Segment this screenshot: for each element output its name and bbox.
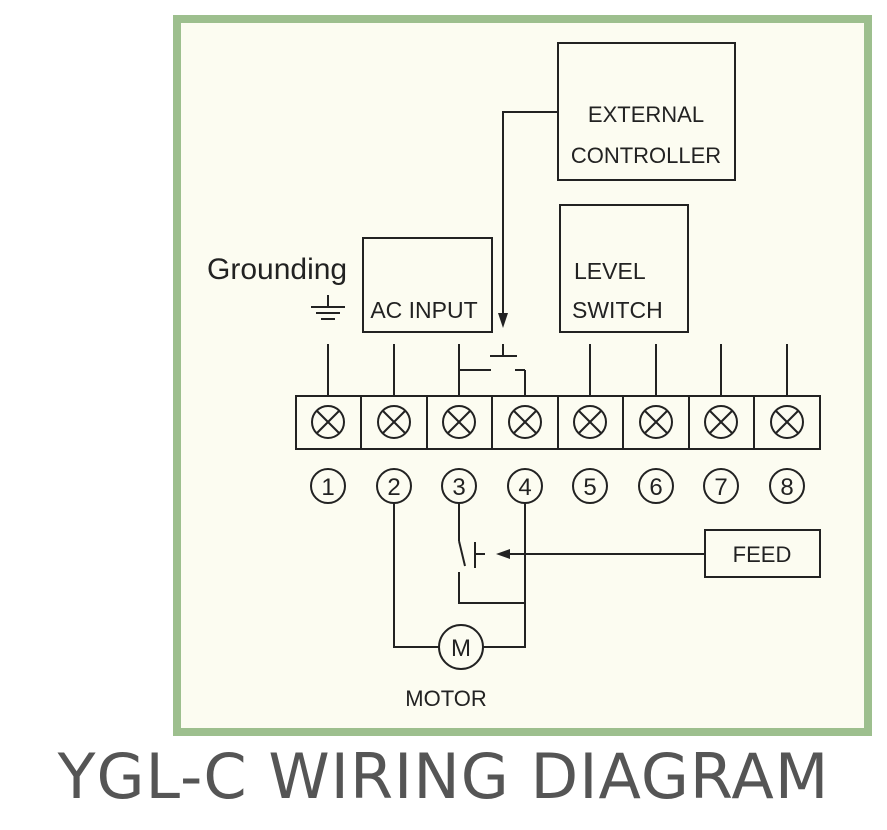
external-controller-label-line1: EXTERNAL — [588, 102, 704, 127]
feed-box: FEED — [704, 529, 821, 578]
terminal-number-5: 5 — [583, 474, 596, 501]
level-switch-box: LEVEL SWITCH — [559, 204, 689, 333]
terminal-number-7: 7 — [714, 474, 727, 501]
motor-label: MOTOR — [405, 686, 486, 711]
feed-signal-line — [496, 549, 705, 559]
level-switch-label-line1: LEVEL — [574, 258, 646, 284]
external-controller-box: EXTERNAL CONTROLLER — [557, 42, 736, 181]
motor-feed-circuit — [393, 503, 526, 648]
terminal-number-8: 8 — [780, 474, 793, 501]
ac-input-box: AC INPUT — [362, 237, 493, 333]
ac-input-label: AC INPUT — [370, 297, 477, 323]
terminal-block-8 — [753, 395, 821, 450]
diagram-frame — [173, 15, 872, 736]
terminal-number-6: 6 — [649, 474, 662, 501]
external-controller-label-line2: CONTROLLER — [571, 143, 721, 168]
grounding-label: Grounding — [207, 253, 347, 286]
controller-signal-line — [498, 111, 558, 328]
terminal-strip — [295, 395, 821, 450]
ground-icon — [311, 295, 345, 320]
motor-symbol-label: M — [451, 635, 471, 662]
terminal-number-4: 4 — [518, 474, 531, 501]
terminal-upper-wires — [327, 344, 788, 396]
terminal-number-1: 1 — [321, 474, 334, 501]
terminal-number-3: 3 — [452, 474, 465, 501]
feed-label: FEED — [733, 542, 792, 567]
controller-contact-switch — [459, 344, 525, 371]
terminal-numbers: 1 2 3 4 5 6 7 8 — [310, 468, 805, 504]
level-switch-label-line2: SWITCH — [572, 297, 663, 323]
diagram-title: YGL-C WIRING DIAGRAM — [57, 740, 830, 813]
terminal-number-2: 2 — [387, 474, 400, 501]
motor-symbol: M — [438, 624, 484, 670]
